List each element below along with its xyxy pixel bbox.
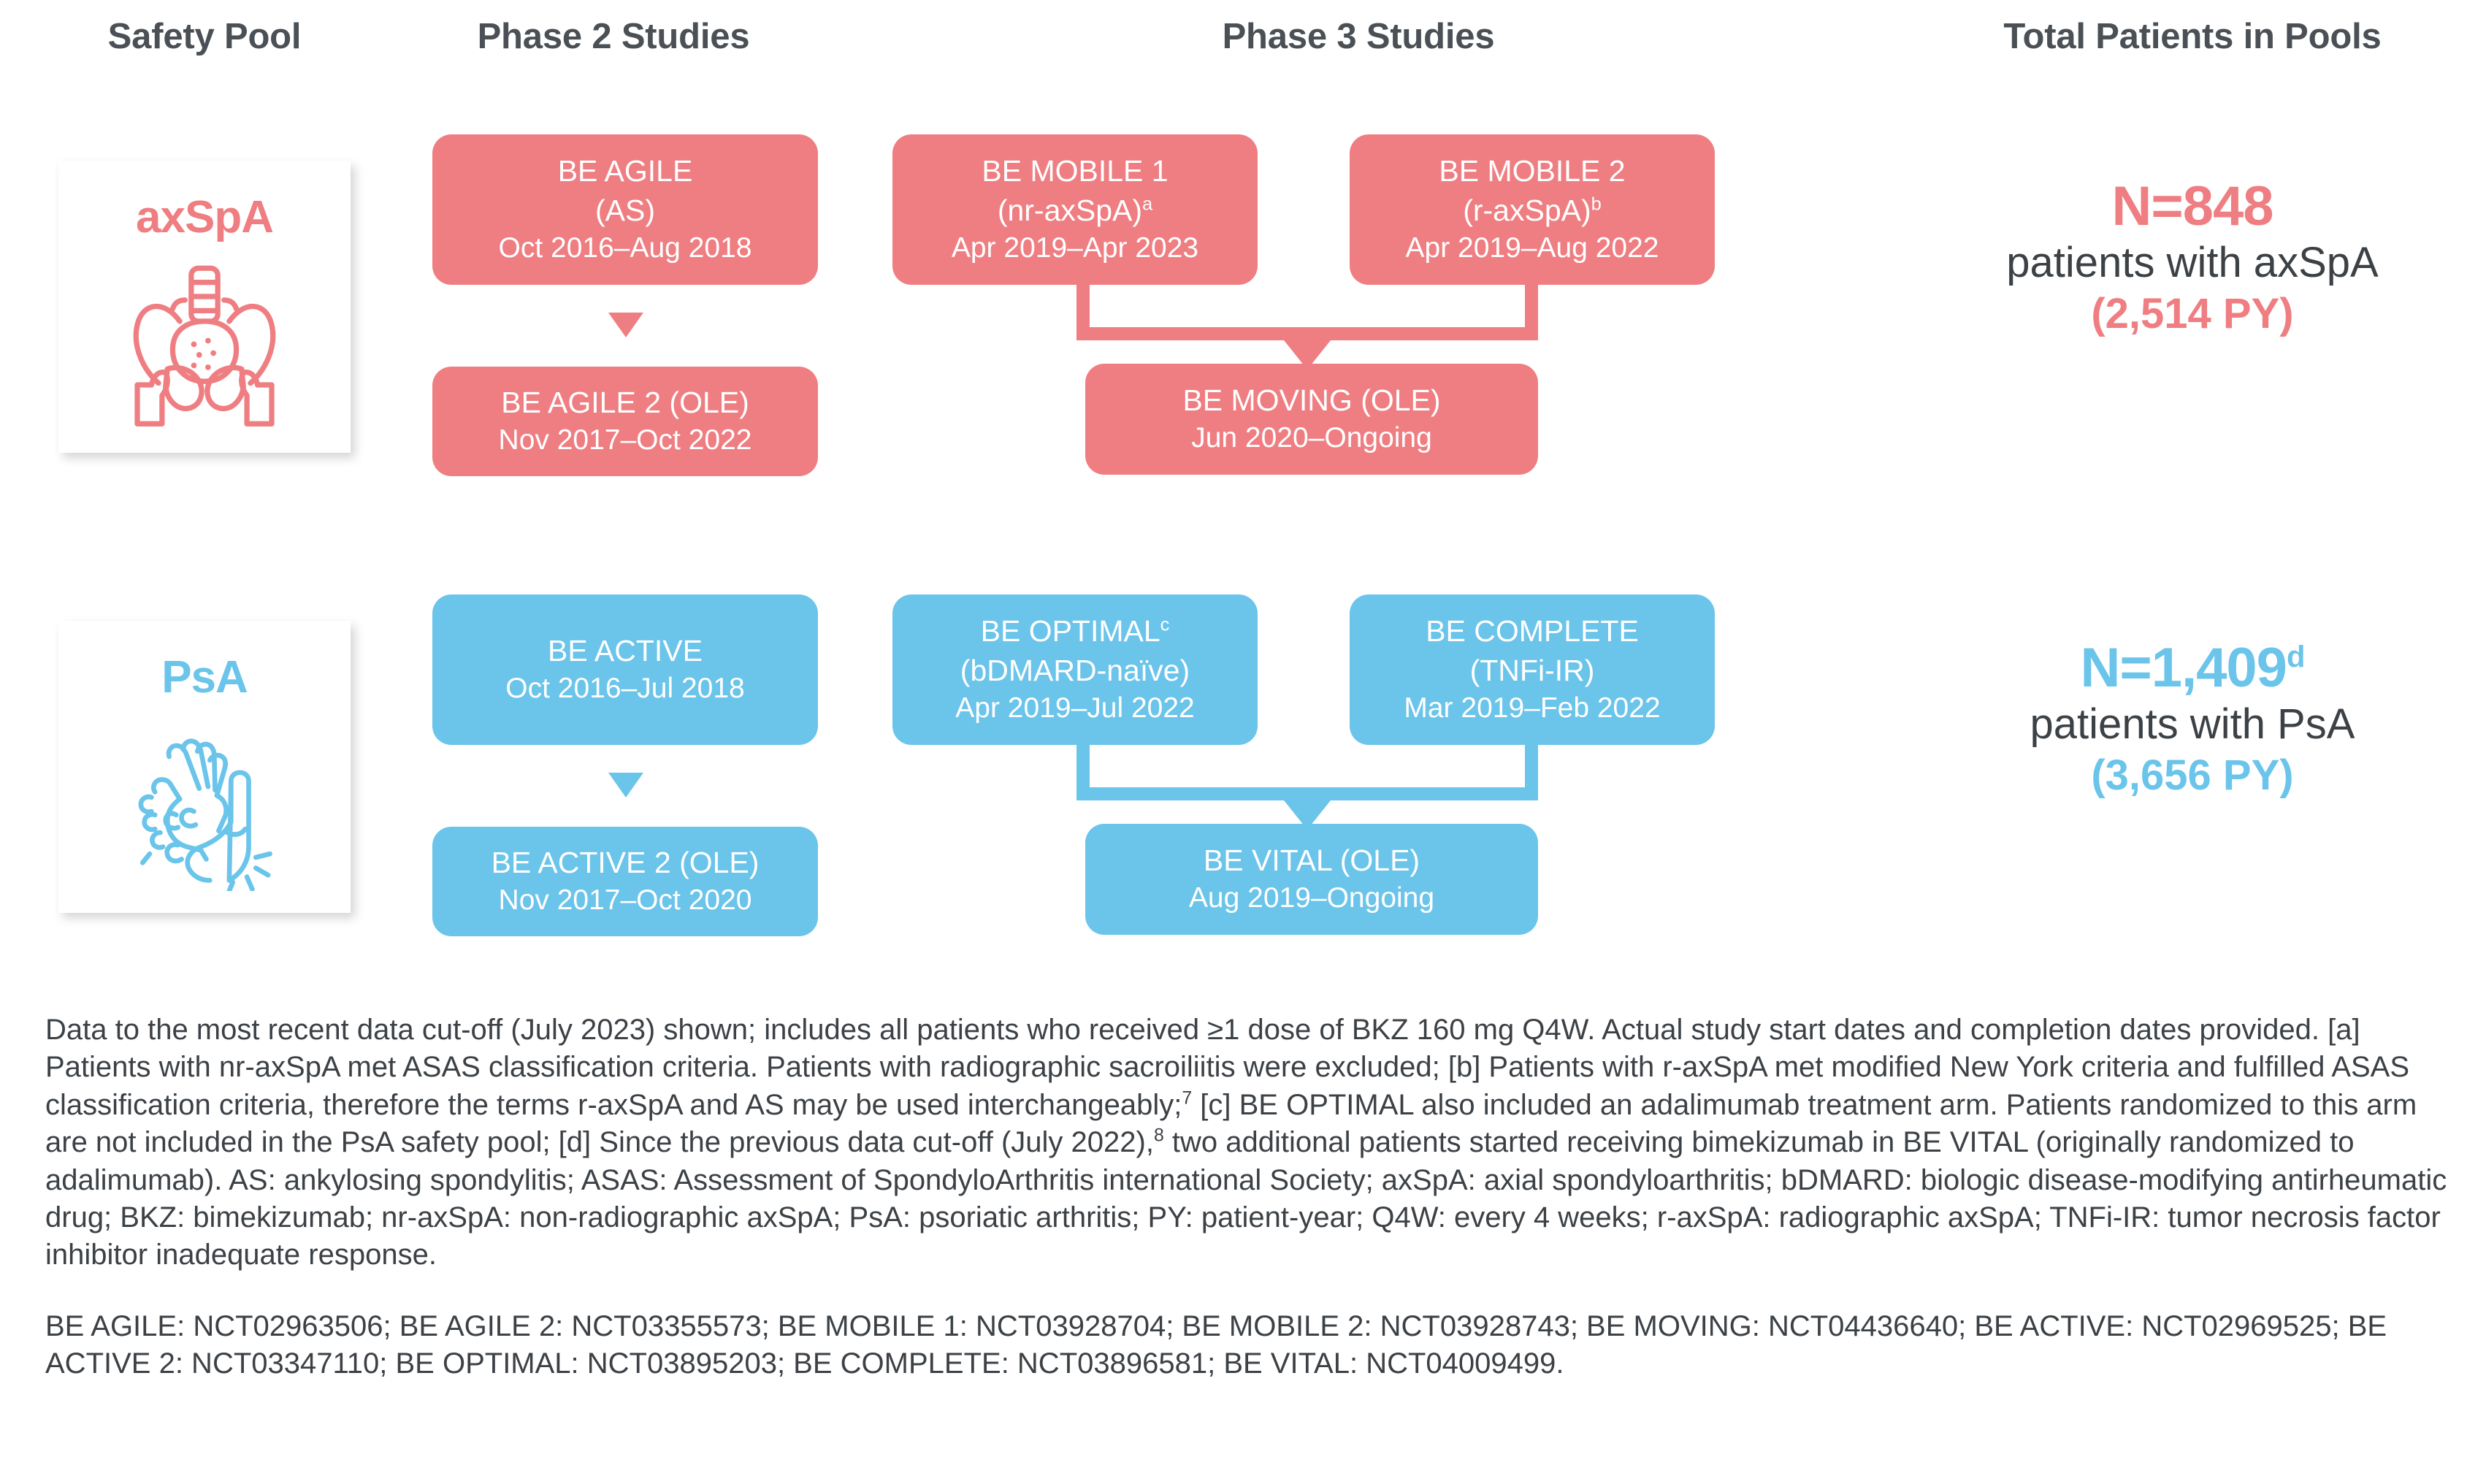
study-box-be-agile[interactable]: BE AGILE (AS) Oct 2016–Aug 2018: [432, 134, 818, 285]
study-box-be-mobile-1[interactable]: BE MOBILE 1 (nr-axSpA)a Apr 2019–Apr 202…: [892, 134, 1258, 285]
pool-label-axspa: axSpA: [136, 192, 274, 242]
study-dates: Oct 2016–Aug 2018: [498, 232, 752, 264]
header-phase-2: Phase 2 Studies: [477, 17, 750, 56]
study-subtitle: (nr-axSpA)a: [997, 193, 1153, 227]
study-dates: Jun 2020–Ongoing: [1191, 422, 1432, 454]
study-title: BE MOBILE 1: [982, 154, 1169, 188]
header-total: Total Patients in Pools: [2003, 17, 2382, 56]
study-dates: Apr 2019–Jul 2022: [955, 692, 1195, 724]
total-py-psa: (3,656 PY): [2091, 751, 2294, 799]
pool-card-axspa: axSpA: [58, 161, 351, 453]
pool-label-psa: PsA: [161, 652, 248, 703]
study-title: BE ACTIVE: [548, 634, 703, 668]
study-box-be-active-2[interactable]: BE ACTIVE 2 (OLE) Nov 2017–Oct 2020: [432, 827, 818, 936]
column-headers: Safety Pool Phase 2 Studies Phase 3 Stud…: [0, 16, 2486, 83]
footnotes: Data to the most recent data cut-off (Ju…: [45, 1011, 2448, 1383]
study-title: BE COMPLETE: [1426, 614, 1639, 649]
study-dates: Apr 2019–Aug 2022: [1405, 232, 1659, 264]
pelvis-icon: [113, 263, 296, 431]
row-axspa: axSpA: [0, 110, 2486, 519]
study-title: BE MOVING (OLE): [1182, 383, 1441, 417]
total-psa: N=1,409d patients with PsA (3,656 PY): [1899, 637, 2486, 800]
hand-foot-icon: [113, 723, 296, 894]
study-title: BE VITAL (OLE): [1203, 844, 1420, 877]
study-dates: Oct 2016–Jul 2018: [505, 673, 745, 705]
header-phase-3: Phase 3 Studies: [1222, 17, 1495, 56]
study-box-be-active[interactable]: BE ACTIVE Oct 2016–Jul 2018: [432, 594, 818, 745]
arrow-down-icon-axspa-phase2: [608, 313, 643, 337]
study-dates: Nov 2017–Oct 2020: [498, 884, 752, 917]
total-label-axspa: patients with axSpA: [2006, 239, 2379, 287]
study-subtitle: (AS): [595, 193, 655, 227]
arrow-down-icon-psa-phase2: [608, 773, 643, 798]
study-title: BE AGILE 2 (OLE): [501, 386, 749, 419]
study-dates: Apr 2019–Apr 2023: [951, 232, 1199, 264]
study-title: BE MOBILE 2: [1439, 154, 1626, 188]
study-title: BE AGILE: [557, 154, 693, 188]
footnote-marker-d: d: [2286, 639, 2306, 674]
bracket-connector-psa: [1052, 743, 1563, 830]
total-n-axspa: N=848: [2111, 175, 2273, 237]
pool-card-psa: PsA: [58, 621, 351, 913]
study-dates: Mar 2019–Feb 2022: [1404, 692, 1661, 724]
study-subtitle: (bDMARD-naïve): [960, 653, 1190, 687]
total-axspa: N=848 patients with axSpA (2,514 PY): [1899, 175, 2486, 339]
study-box-be-vital[interactable]: BE VITAL (OLE) Aug 2019–Ongoing: [1085, 824, 1538, 935]
study-title: BE ACTIVE 2 (OLE): [491, 846, 760, 879]
study-box-be-agile-2[interactable]: BE AGILE 2 (OLE) Nov 2017–Oct 2022: [432, 367, 818, 476]
study-box-be-moving[interactable]: BE MOVING (OLE) Jun 2020–Ongoing: [1085, 364, 1538, 475]
study-title: BE OPTIMALc: [980, 614, 1170, 649]
study-subtitle: (r-axSpA)b: [1463, 193, 1602, 227]
reference-marker-8: 8: [1153, 1125, 1164, 1146]
footnote-marker-b: b: [1591, 194, 1602, 214]
total-py-axspa: (2,514 PY): [2091, 289, 2294, 337]
footnote-paragraph: Data to the most recent data cut-off (Ju…: [45, 1014, 2447, 1271]
total-n-psa: N=1,409d: [2080, 637, 2306, 699]
study-box-be-complete[interactable]: BE COMPLETE (TNFi-IR) Mar 2019–Feb 2022: [1350, 594, 1715, 745]
row-psa: PsA: [0, 570, 2486, 979]
header-safety-pool: Safety Pool: [107, 17, 302, 56]
reference-marker-7: 7: [1182, 1088, 1193, 1109]
nct-numbers: BE AGILE: NCT02963506; BE AGILE 2: NCT03…: [45, 1309, 2387, 1380]
study-box-be-optimal[interactable]: BE OPTIMALc (bDMARD-naïve) Apr 2019–Jul …: [892, 594, 1258, 745]
footnote-marker-a: a: [1142, 194, 1153, 214]
footnote-marker-c: c: [1160, 614, 1170, 635]
study-dates: Nov 2017–Oct 2022: [498, 424, 752, 456]
study-subtitle: (TNFi-IR): [1469, 653, 1595, 687]
study-box-be-mobile-2[interactable]: BE MOBILE 2 (r-axSpA)b Apr 2019–Aug 2022: [1350, 134, 1715, 285]
study-dates: Aug 2019–Ongoing: [1188, 882, 1435, 914]
bracket-connector-axspa: [1052, 283, 1563, 370]
total-label-psa: patients with PsA: [2030, 700, 2355, 749]
